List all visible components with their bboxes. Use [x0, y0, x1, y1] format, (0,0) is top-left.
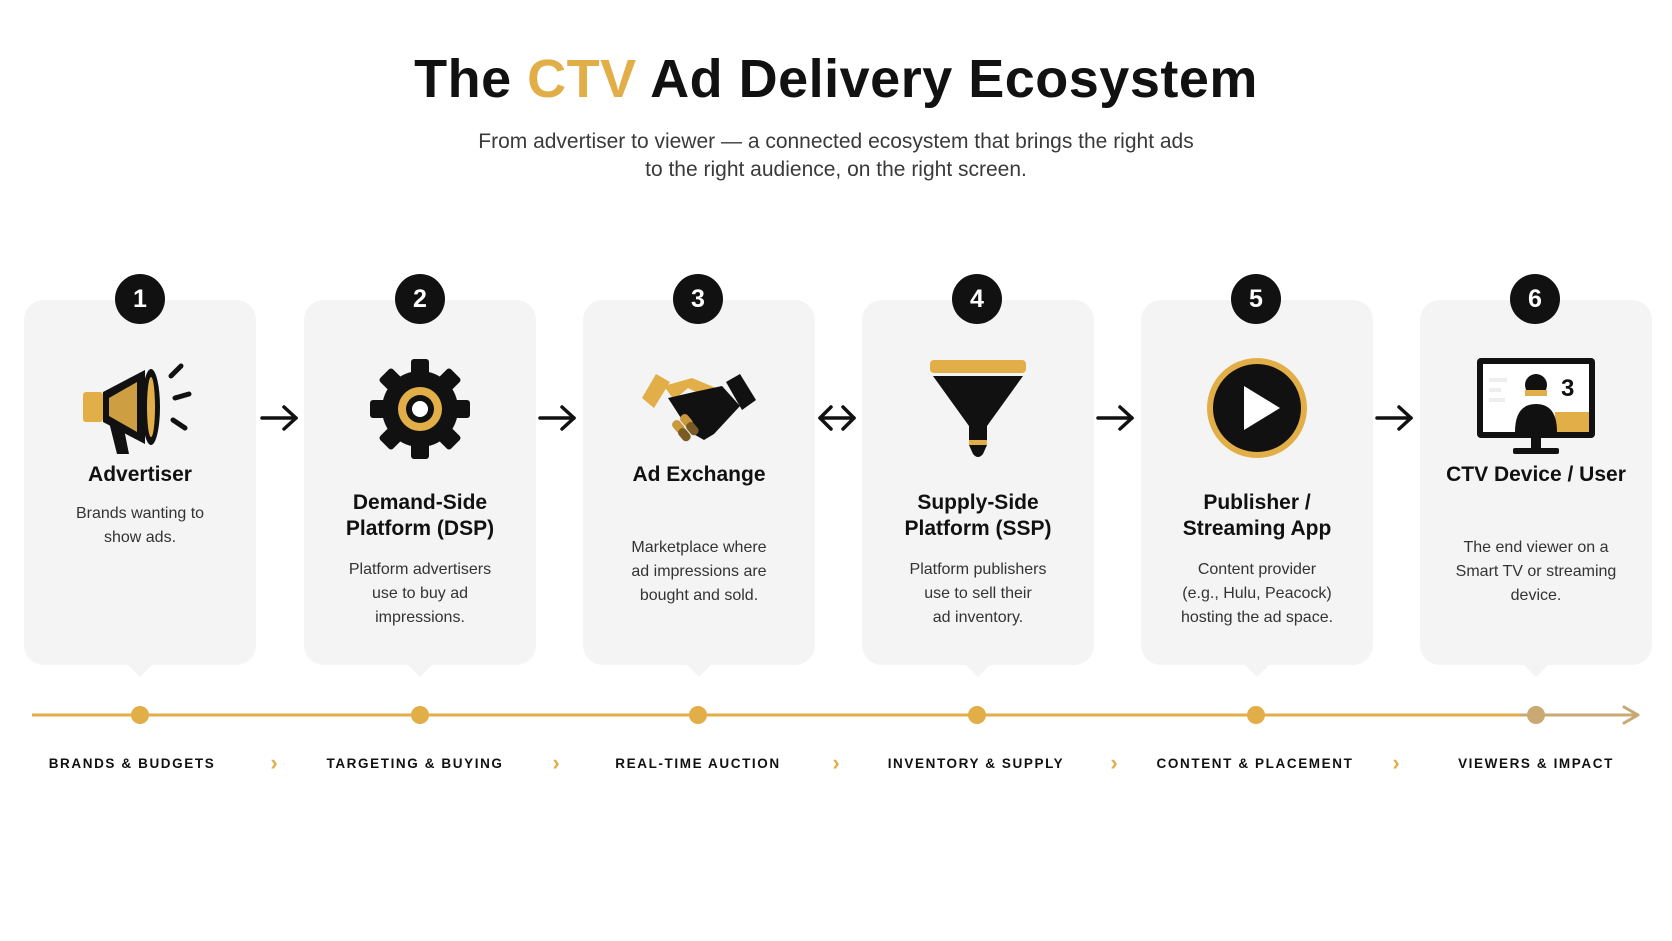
step-name-line-1: Supply-Side	[917, 491, 1039, 514]
step-name-line-1: Publisher /	[1203, 491, 1311, 514]
card-notch	[408, 665, 432, 677]
megaphone-icon	[75, 352, 205, 472]
step-card-ad-exchange	[583, 300, 815, 677]
subtitle-line-2: to the right audience, on the right scre…	[645, 158, 1027, 181]
chevron-right-icon: ›	[270, 750, 278, 775]
step-number-badge: 2	[395, 274, 445, 324]
page-title: The CTV Ad Delivery Ecosystem	[0, 48, 1672, 110]
step-card-advertiser	[24, 300, 256, 677]
step-description: Content provider (e.g., Hulu, Peacock) h…	[1141, 558, 1373, 630]
step-name: Advertiser	[24, 462, 256, 488]
step-name-line-1: Ad Exchange	[632, 463, 766, 486]
right-arrow-icon	[536, 404, 580, 432]
step-name: Publisher / Streaming App	[1141, 490, 1373, 542]
step-name: Ad Exchange	[583, 462, 815, 488]
subtitle-line-1: From advertiser to viewer — a connected …	[478, 130, 1194, 153]
timeline-dot	[689, 706, 707, 724]
funnel-icon	[913, 352, 1043, 472]
right-arrow-icon	[258, 404, 302, 432]
step-number-badge: 5	[1231, 274, 1281, 324]
timeline-dot	[131, 706, 149, 724]
desc-line-2: ad impressions are	[631, 563, 767, 580]
title-prefix: The	[414, 49, 528, 109]
desc-line-3: bought and sold.	[639, 587, 759, 604]
desc-line-2: use to sell their	[924, 585, 1032, 602]
desc-line-1: Content provider	[1197, 561, 1317, 578]
step-name-line-1: Demand-Side	[352, 491, 488, 514]
stage-label: VIEWERS & IMPACT	[1458, 756, 1614, 771]
timeline-dot	[1527, 706, 1545, 724]
stage-label: CONTENT & PLACEMENT	[1156, 756, 1354, 771]
subtitle: From advertiser to viewer — a connected …	[436, 128, 1236, 184]
right-arrow-icon	[1373, 404, 1417, 432]
tv-viewer-icon: 3	[1471, 352, 1601, 472]
desc-line-2: show ads.	[103, 529, 177, 546]
step-name-line-1: Advertiser	[88, 463, 192, 486]
step-number-badge: 3	[673, 274, 723, 324]
step-description: The end viewer on a Smart TV or streamin…	[1420, 536, 1652, 608]
step-description: Platform advertisers use to buy ad impre…	[304, 558, 536, 630]
stage-label: REAL-TIME AUCTION	[615, 756, 781, 771]
step-name-line-1: CTV Device / User	[1446, 463, 1626, 486]
desc-line-1: Marketplace where	[631, 539, 767, 556]
chevron-right-icon: ›	[552, 750, 560, 775]
svg-text:3: 3	[1561, 375, 1574, 402]
gear-icon	[355, 352, 485, 472]
step-name: CTV Device / User	[1420, 462, 1652, 488]
bidirectional-arrow-icon	[815, 404, 859, 432]
desc-line-3: impressions.	[375, 609, 465, 626]
desc-line-3: device.	[1510, 587, 1562, 604]
timeline-dot	[1247, 706, 1265, 724]
timeline-dot	[968, 706, 986, 724]
title-accent: CTV	[527, 49, 637, 109]
right-arrow-icon	[1094, 404, 1138, 432]
chevron-right-icon: ›	[1110, 750, 1118, 775]
desc-line-1: Platform advertisers	[348, 561, 492, 578]
step-name-line-2: Streaming App	[1182, 517, 1332, 540]
chevron-right-icon: ›	[832, 750, 840, 775]
play-button-icon	[1192, 352, 1322, 472]
step-number-badge: 1	[115, 274, 165, 324]
title-suffix: Ad Delivery Ecosystem	[636, 49, 1258, 109]
stage-label: TARGETING & BUYING	[326, 756, 504, 771]
card-notch	[1245, 665, 1269, 677]
card-notch	[966, 665, 990, 677]
step-name: Supply-Side Platform (SSP)	[862, 490, 1094, 542]
timeline	[0, 700, 1672, 730]
desc-line-2: Smart TV or streaming	[1455, 563, 1617, 580]
card-notch	[687, 665, 711, 677]
desc-line-3: hosting the ad space.	[1180, 609, 1334, 626]
step-description: Marketplace where ad impressions are bou…	[583, 536, 815, 608]
desc-line-2: use to buy ad	[371, 585, 469, 602]
step-name: Demand-Side Platform (DSP)	[304, 490, 536, 542]
handshake-icon	[634, 352, 764, 472]
step-description: Platform publishers use to sell their ad…	[862, 558, 1094, 630]
step-name-line-2: Platform (DSP)	[345, 517, 495, 540]
desc-line-3: ad inventory.	[932, 609, 1024, 626]
step-number-badge: 4	[952, 274, 1002, 324]
desc-line-1: Brands wanting to	[75, 505, 205, 522]
desc-line-1: The end viewer on a	[1463, 539, 1609, 556]
stage-label: BRANDS & BUDGETS	[48, 756, 216, 771]
step-description: Brands wanting to show ads.	[24, 502, 256, 550]
card-notch	[1524, 665, 1548, 677]
desc-line-1: Platform publishers	[909, 561, 1047, 578]
timeline-dot	[411, 706, 429, 724]
chevron-right-icon: ›	[1392, 750, 1400, 775]
card-notch	[128, 665, 152, 677]
stage-label: INVENTORY & SUPPLY	[887, 756, 1065, 771]
step-number-badge: 6	[1510, 274, 1560, 324]
desc-line-2: (e.g., Hulu, Peacock)	[1182, 585, 1332, 602]
step-name-line-2: Platform (SSP)	[904, 517, 1052, 540]
